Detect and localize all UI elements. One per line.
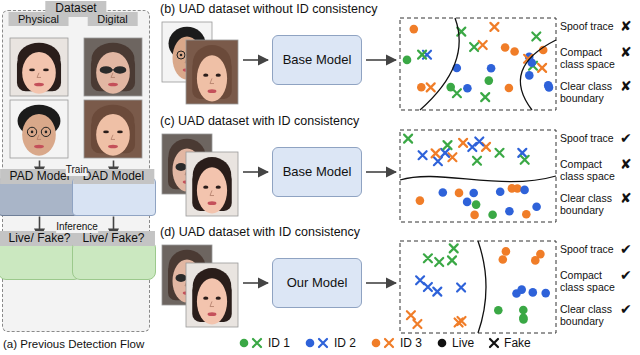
legend-swatch xyxy=(238,337,264,349)
check-mark: ✘ xyxy=(620,78,632,94)
annotation-text: Spoof trace xyxy=(560,132,618,144)
image-column: Physical xyxy=(8,22,70,160)
node-text: Live/ Fake? xyxy=(72,231,154,247)
annotation-text: Train xyxy=(66,164,88,176)
model-box: Base Model xyxy=(272,35,362,85)
legend-swatch xyxy=(304,337,330,349)
legend-item: ID 2 xyxy=(304,336,356,350)
node-text: Live/ Fake? xyxy=(0,231,81,247)
check-mark: ✘ xyxy=(620,156,632,172)
model-box: Our Model xyxy=(272,258,362,308)
node-text: Physical xyxy=(8,12,69,27)
image-column: Digital xyxy=(82,22,144,160)
check-mark: ✘ xyxy=(620,44,632,60)
model-box: Base Model xyxy=(272,147,362,197)
annotation-text: Compact class space xyxy=(560,158,618,182)
check-mark: ✘ xyxy=(620,18,632,34)
panel-caption: (d) UAD dataset with ID consistency xyxy=(160,225,360,239)
panel-caption: (b) UAD dataset without ID consistency xyxy=(160,2,377,16)
legend-item: Live xyxy=(436,336,474,350)
annotation-text: Spoof trace xyxy=(560,243,618,255)
model-box: PAD Model xyxy=(0,178,82,216)
annotation-text: Inference xyxy=(56,221,98,233)
annotation-text: Clear class boundary xyxy=(560,192,618,216)
legend-swatch xyxy=(436,337,448,349)
legend-item: ID 1 xyxy=(238,336,290,350)
panel-caption: (c) UAD dataset with ID consistency xyxy=(160,114,359,128)
annotation-text: Clear class boundary xyxy=(560,303,618,327)
check-mark: ✔ xyxy=(620,267,632,283)
legend-text: Fake xyxy=(504,336,531,350)
legend-text: ID 3 xyxy=(400,336,422,350)
check-mark: ✔ xyxy=(620,301,632,317)
annotation-text: Spoof trace xyxy=(560,20,618,32)
check-mark: ✔ xyxy=(620,130,632,146)
panel-caption: (a) Previous Detection Flow xyxy=(3,338,144,351)
legend-swatch xyxy=(488,337,500,349)
legend-swatch xyxy=(370,337,396,349)
legend-text: ID 1 xyxy=(268,336,290,350)
node-text: Base Model xyxy=(283,165,352,180)
legend-item: Fake xyxy=(488,336,531,350)
annotation-text: Compact class space xyxy=(560,269,618,293)
legend-text: Live xyxy=(452,336,474,350)
node-text: Digital xyxy=(87,12,138,27)
annotation-text: Compact class space xyxy=(560,46,618,70)
legend: ID 1 ID 2 ID 3 Live Fake xyxy=(238,336,531,350)
node-text: Our Model xyxy=(287,276,348,291)
node-text: Base Model xyxy=(283,53,352,68)
legend-text: ID 2 xyxy=(334,336,356,350)
legend-item: ID 3 xyxy=(370,336,422,350)
check-mark: ✘ xyxy=(620,190,632,206)
check-mark: ✔ xyxy=(620,241,632,257)
output-box: Live/ Fake? xyxy=(72,240,156,280)
output-box: Live/ Fake? xyxy=(0,240,82,280)
annotation-text: Clear class boundary xyxy=(560,80,618,104)
model-box: DAD Model xyxy=(72,178,156,216)
